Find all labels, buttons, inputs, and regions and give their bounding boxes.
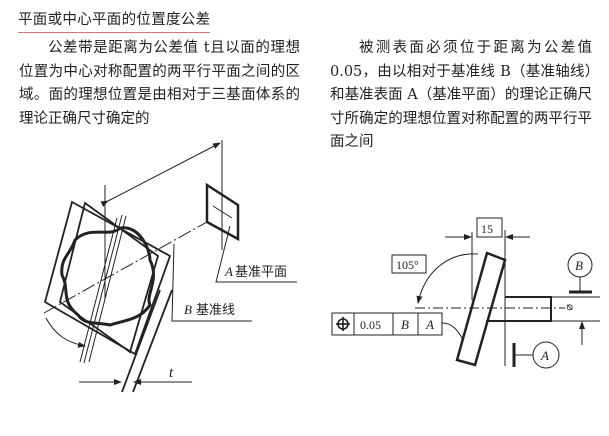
tolerance-t: t <box>169 365 174 381</box>
zone-boundary <box>132 289 173 393</box>
center-plane <box>83 214 123 364</box>
fcf-datum-b: B <box>401 317 409 332</box>
datum-a-letter: A <box>224 264 233 279</box>
section-title: 平面或中心平面的位置度公差 <box>18 10 211 33</box>
angle-arc <box>416 253 479 304</box>
feature-control-frame <box>331 312 443 336</box>
right-description: 被测表面必须位于距离为公差值 0.05，由以相对于基准线 B（基准轴线）和基准表… <box>330 40 592 150</box>
leader-b <box>171 243 252 322</box>
dimension-15-box <box>476 217 503 238</box>
tolerance-plane <box>88 215 127 363</box>
datum-b-label: 基准线 <box>196 303 235 318</box>
datum-a-label: 基准平面 <box>235 265 287 280</box>
datum-axis-b <box>43 221 208 314</box>
dimension-15: 15 <box>481 222 493 236</box>
measured-profile <box>60 226 156 327</box>
fcf-tolerance: 0.05 <box>360 318 381 332</box>
inner-square <box>58 201 160 354</box>
dimension-line <box>100 142 221 207</box>
datum-b-letter: B <box>184 302 192 317</box>
outer-square <box>43 200 172 356</box>
datum-plane-a <box>205 182 240 242</box>
left-tolerance-zone-diagram <box>43 140 297 393</box>
position-icon <box>336 317 350 331</box>
zone-boundary <box>121 289 161 393</box>
plane-centerline <box>212 205 233 219</box>
left-description: 公差带是距离为公差值 t且以面的理想位置为中心对称配置的两平行平面之间的区域。面… <box>19 40 300 127</box>
angle-arc <box>45 317 86 348</box>
angle-105: 105° <box>396 258 419 272</box>
tolerance-plane <box>79 217 118 363</box>
leader-a <box>215 225 297 283</box>
datum-a-letter: A <box>540 348 549 363</box>
tilted-plate <box>455 251 507 367</box>
datum-b-letter: B <box>575 258 583 273</box>
angle-box <box>391 254 427 274</box>
shaft <box>505 296 552 322</box>
fcf-leader <box>441 322 464 341</box>
right-drawing <box>331 217 600 369</box>
fcf-datum-a: A <box>425 317 434 332</box>
diameter-symbol: ⌀ <box>564 304 576 311</box>
